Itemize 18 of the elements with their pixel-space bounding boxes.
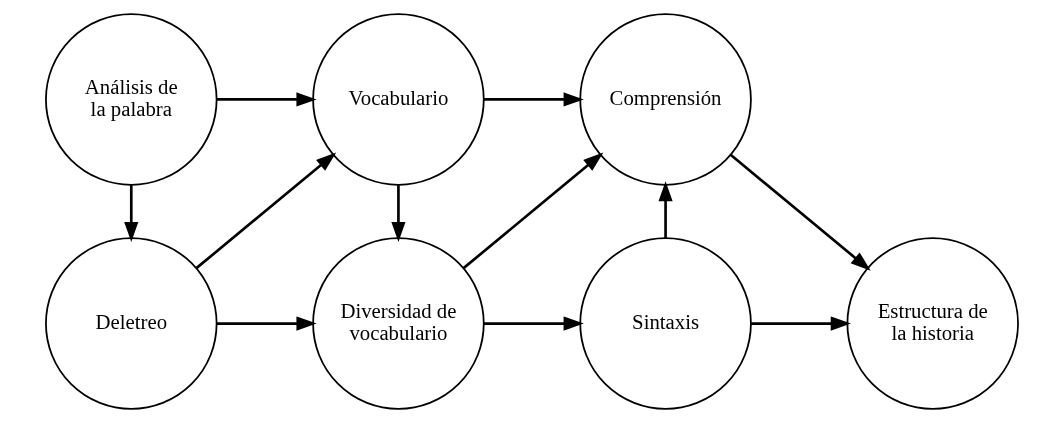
arrow: [123, 185, 138, 243]
arrow: [658, 181, 673, 239]
arrow: [216, 316, 317, 331]
node-circle: Comprensión: [578, 13, 752, 186]
node-circle: Vocabulario: [311, 13, 485, 186]
arrow: [195, 152, 336, 270]
node-circle: Estructura de la historia: [846, 237, 1019, 410]
arrow: [216, 92, 317, 107]
node-circle: Análisis de la palabra: [44, 13, 217, 186]
arrow: [390, 185, 405, 243]
arrow: [462, 152, 603, 270]
node-circle: Sintaxis: [578, 237, 752, 410]
node-circle: Deletreo: [44, 237, 217, 410]
arrow: [750, 316, 851, 331]
arrow: [483, 316, 584, 331]
node-circle: Diversidad de vocabulario: [311, 237, 485, 410]
arrow: [483, 92, 584, 107]
arrow: [729, 154, 871, 271]
